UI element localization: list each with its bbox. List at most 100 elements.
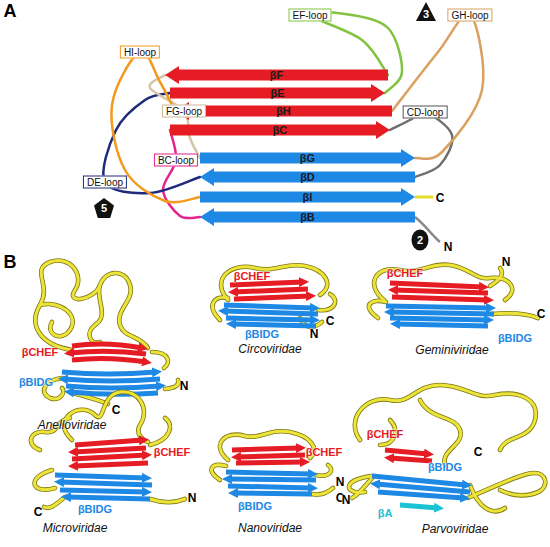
family-name: Microviridae — [43, 521, 108, 535]
terminus-label: C — [537, 307, 546, 321]
strand-arrow — [200, 168, 415, 186]
loop-label: CD-loop — [403, 106, 448, 119]
node-text: βE — [270, 88, 284, 99]
blue-strand — [224, 305, 314, 308]
blue-strand — [60, 490, 146, 492]
red-strand — [232, 448, 300, 450]
terminus-label: C — [436, 191, 445, 205]
terminus-label: N — [444, 240, 453, 254]
red-strand — [390, 283, 483, 287]
family-name: Nanoviridae — [238, 521, 302, 535]
sheet-label: βBIDG — [245, 328, 279, 340]
red-strand — [230, 282, 303, 285]
strand-arrow — [170, 121, 390, 139]
blue-strand — [226, 318, 314, 320]
strand-label: βA — [378, 507, 393, 519]
sheet-label: βBIDG — [498, 332, 532, 344]
node-text: βF — [270, 70, 283, 81]
red-strand — [72, 358, 146, 362]
loop-label: BC-loop — [154, 154, 198, 167]
node-text: βD — [300, 172, 315, 183]
symbol-marker: 2 — [411, 229, 429, 251]
strand-arrow — [165, 66, 388, 84]
circoviridae-structure — [212, 265, 335, 327]
blue-strand — [67, 497, 150, 499]
node-text: βI — [303, 192, 313, 203]
loop-outline — [35, 261, 178, 404]
cyan-strand — [400, 505, 438, 508]
loop-ribbon — [212, 431, 333, 494]
loop-ribbon — [369, 265, 538, 318]
pentagon-symbol — [94, 198, 114, 218]
red-strand — [236, 462, 304, 463]
family-name: Geminiviridae — [415, 343, 488, 357]
sheet-label: βCHEF — [234, 270, 271, 282]
blue-strand — [55, 475, 146, 478]
terminus-label: C — [34, 505, 43, 519]
blue-strand — [224, 311, 318, 314]
red-strand — [72, 344, 142, 348]
red-strand — [390, 458, 432, 461]
red-strand — [75, 440, 143, 445]
node-text: 5 — [101, 203, 107, 214]
sheet-label: βBIDG — [19, 376, 53, 388]
terminus-label: N — [180, 379, 189, 393]
terminus-label: N — [310, 327, 319, 341]
family-name: Circoviridae — [238, 342, 301, 356]
red-strand — [74, 448, 146, 452]
sheet-label: βBIDG — [428, 461, 462, 473]
node-text: βC — [273, 125, 288, 136]
terminus-label: N — [502, 255, 511, 269]
blue-strand — [390, 318, 488, 320]
red-strand — [237, 455, 305, 457]
blue-strand — [64, 379, 160, 381]
panel-letter: A — [4, 1, 17, 22]
loop-outline — [349, 385, 545, 511]
sheet-label: βCHEF — [22, 346, 59, 358]
beta-strand: βB — [200, 208, 415, 226]
sheet-label: βCHEF — [306, 446, 343, 458]
sheet-label: βCHEF — [367, 428, 404, 440]
loop-outline — [369, 265, 538, 318]
blue-strand — [60, 482, 152, 485]
loop-connector — [310, 12, 402, 93]
triangle-symbol — [416, 2, 436, 21]
anelloviridae-structure — [35, 261, 178, 404]
blue-strand — [386, 306, 490, 308]
oval-symbol — [412, 230, 429, 251]
node-text: βH — [276, 106, 291, 117]
red-strand — [234, 296, 310, 299]
terminus-label: N — [188, 491, 197, 505]
strand-arrow — [170, 84, 385, 102]
loop-label: FG-loop — [162, 105, 206, 118]
terminus-label: C — [474, 445, 483, 459]
blue-strand — [62, 372, 156, 374]
beta-strand: βH — [175, 102, 392, 120]
beta-strand: βE — [170, 84, 385, 102]
parvoviridae-structure — [349, 385, 545, 511]
terminus-label: C — [112, 403, 121, 417]
sheet-label: βCHEF — [154, 446, 191, 458]
family-name: Parvoviridae — [422, 522, 489, 536]
node-text: βG — [300, 153, 315, 164]
loop-connector — [163, 130, 200, 218]
blue-strand — [232, 324, 316, 326]
node-text: βB — [300, 212, 315, 223]
symbol-marker: 3 — [416, 2, 436, 21]
blue-strand — [66, 386, 160, 388]
loop-outline — [212, 431, 333, 494]
loop-outline — [212, 265, 335, 327]
node-text: 2 — [417, 235, 423, 246]
node-text: 3 — [423, 9, 429, 20]
strand-arrow — [200, 208, 415, 226]
beta-strand: βC — [170, 121, 390, 139]
loop-ribbon — [349, 385, 545, 511]
strand-arrow — [200, 149, 415, 167]
red-strand — [74, 463, 148, 466]
beta-strand: βD — [200, 168, 415, 186]
blue-strand — [228, 486, 312, 488]
red-strand — [392, 297, 488, 300]
blue-strand — [228, 479, 316, 480]
